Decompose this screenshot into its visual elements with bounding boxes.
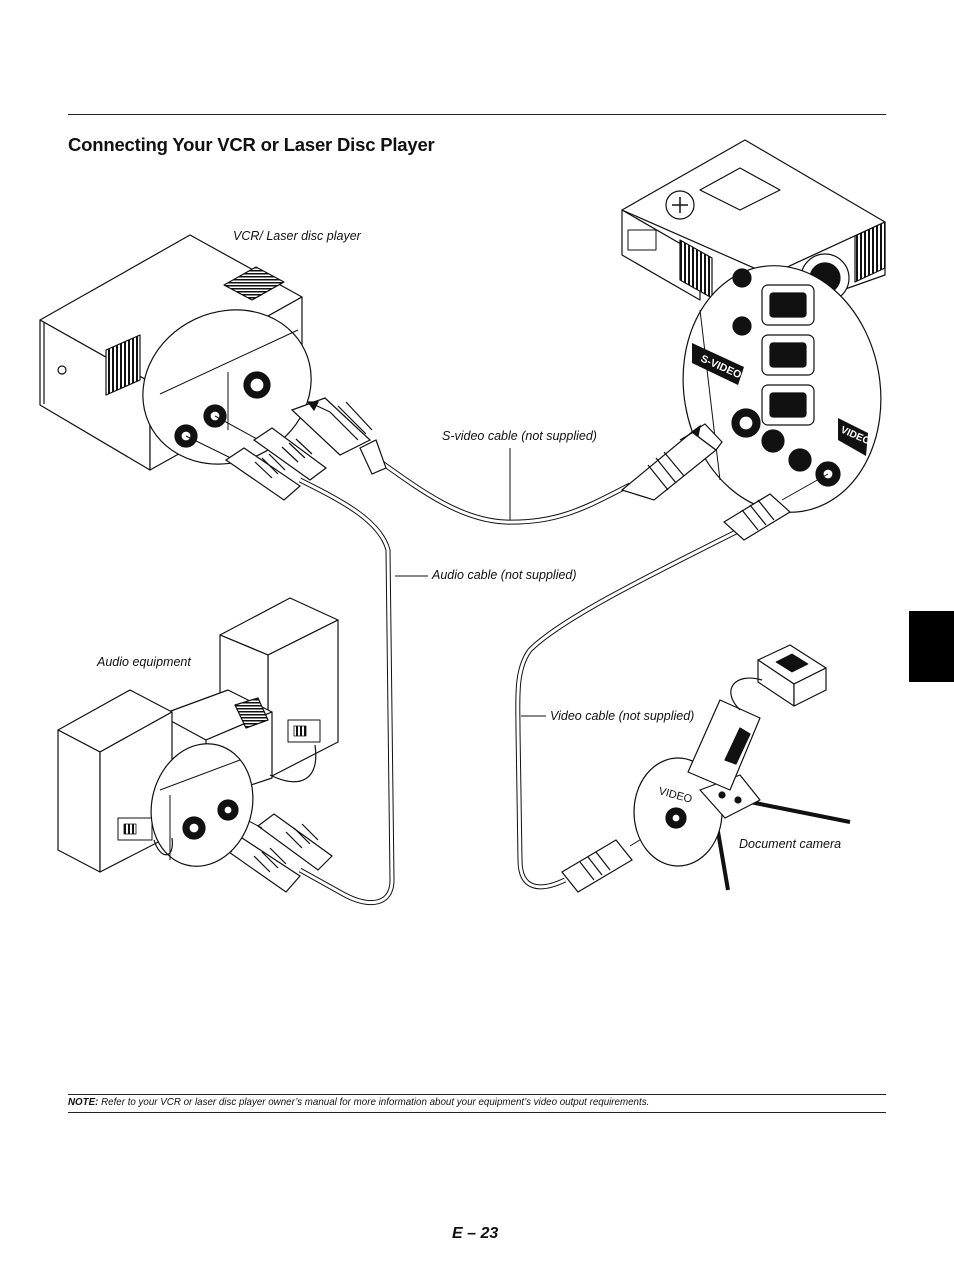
video-cable-label: Video cable (not supplied) — [550, 709, 695, 723]
projector-device — [621, 139, 886, 513]
vcr-device — [39, 234, 312, 471]
note-prefix: NOTE: — [68, 1096, 99, 1108]
document-camera: VIDEO — [633, 644, 851, 891]
note-rule-bottom — [68, 1112, 886, 1113]
note-text: Refer to your VCR or laser disc player o… — [98, 1096, 650, 1108]
page-title: Connecting Your VCR or Laser Disc Player — [68, 134, 435, 155]
video-cable — [515, 473, 829, 893]
page-number: E – 23 — [452, 1225, 499, 1242]
note: NOTE: Refer to your VCR or laser disc pl… — [68, 1096, 649, 1108]
note-rule-top — [68, 1094, 886, 1095]
document-camera-label: Document camera — [739, 837, 842, 851]
svideo-cable — [290, 397, 723, 525]
vcr-label: VCR/ Laser disc player — [233, 229, 361, 243]
top-rule — [68, 114, 886, 115]
svideo-cable-label: S-video cable (not supplied) — [442, 429, 597, 443]
audio-cable — [185, 415, 428, 905]
audio-cable-label: Audio cable (not supplied) — [432, 568, 577, 582]
audio-equipment-label: Audio equipment — [97, 655, 191, 669]
audio-equipment — [57, 597, 339, 873]
chapter-tab — [909, 611, 954, 682]
